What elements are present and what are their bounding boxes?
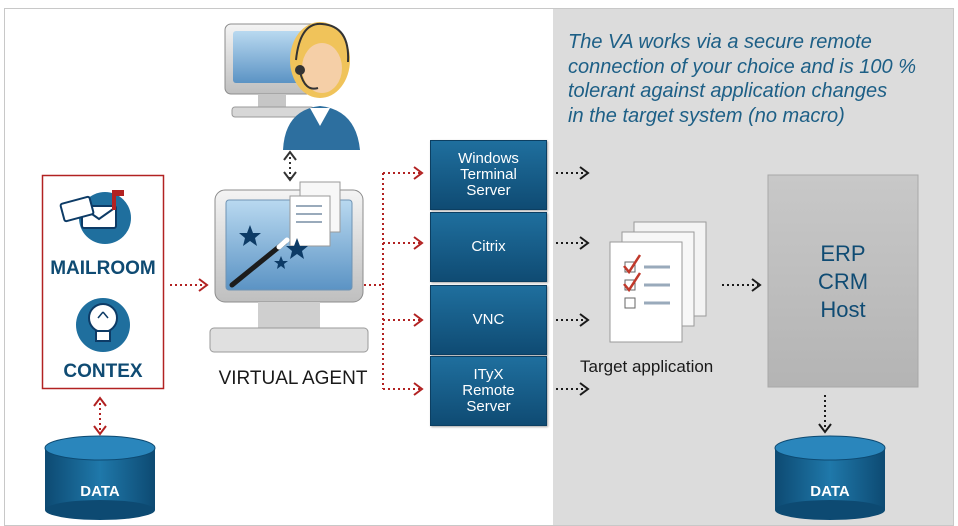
note-line: tolerant against application changes: [568, 80, 888, 102]
description-note: The VA works via a secure remote connect…: [568, 30, 928, 128]
left-db-label: DATA: [80, 483, 120, 500]
target-application-label: Target application: [580, 357, 714, 376]
human-agent-icon: [224, 22, 360, 150]
note-line: in the target system (no macro): [568, 104, 845, 127]
va-fanout-arrows: [364, 166, 424, 396]
protocol-vnc: VNC: [430, 285, 547, 355]
erp-crm-host-box: [767, 174, 919, 388]
virtual-agent-computer-icon: [209, 181, 369, 353]
protocol-ityx-remote-server: ITyX Remote Server: [430, 356, 547, 426]
target-to-erp-arrow: [722, 278, 762, 292]
erp-db-arrow: [818, 395, 832, 434]
system-line: CRM: [817, 269, 869, 294]
left-db-arrow: [93, 396, 107, 436]
right-db-label: DATA: [810, 483, 850, 500]
protocol-label: Citrix: [471, 238, 506, 255]
protocol-citrix: Citrix: [430, 212, 547, 282]
protocol-to-target-arrows: [556, 166, 590, 396]
protocol-label: ITyX Remote Server: [462, 366, 515, 415]
protocol-label: Windows Terminal Server: [458, 150, 519, 199]
virtual-agent-label: VIRTUAL AGENT: [218, 368, 368, 389]
agent-link-arrow: [283, 150, 297, 182]
note-line: connection of your choice and is 100 %: [568, 55, 916, 78]
right-database-icon: [774, 435, 886, 520]
systems-label: ERP CRM Host: [768, 240, 918, 324]
mailroom-label: MAILROOM: [50, 258, 156, 279]
left-database-icon: [44, 435, 156, 520]
mailroom-icon: [59, 190, 131, 244]
system-line: ERP: [820, 241, 866, 266]
note-line: The VA works via a secure remote: [568, 31, 872, 53]
target-application-icon: [609, 221, 707, 343]
contex-label: CONTEX: [63, 361, 143, 382]
protocol-windows-terminal-server: Windows Terminal Server: [430, 140, 547, 210]
protocol-label: VNC: [472, 311, 505, 328]
contex-bulb-icon: [76, 298, 130, 352]
input-to-va-arrow: [170, 278, 209, 292]
system-line: Host: [820, 297, 866, 322]
